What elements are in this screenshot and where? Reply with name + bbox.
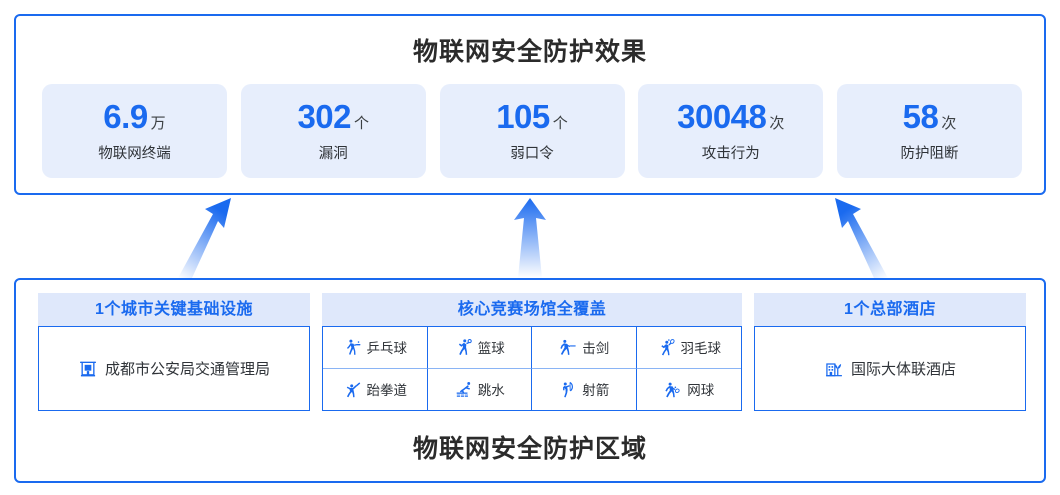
list-item-label: 成都市公安局交通管理局 (104, 361, 270, 378)
list-item-label: 国际大体联酒店 (850, 361, 956, 378)
group-city-infrastructure: 1个城市关键基础设施 (38, 293, 310, 411)
venue-cell-diving[interactable]: 跳水 (428, 368, 532, 410)
group-header: 核心竞赛场馆全覆盖 (322, 293, 742, 326)
venue-cell-archery[interactable]: 射箭 (532, 368, 637, 410)
venue-cell-fencing[interactable]: 击剑 (532, 327, 637, 369)
stat-card-weak-passwords[interactable]: 105 个 弱口令 (439, 84, 625, 178)
stat-number: 58 (902, 97, 939, 135)
stat-label: 物联网终端 (98, 145, 171, 162)
stat-label: 弱口令 (510, 145, 554, 162)
list-item[interactable]: 国际大体联酒店 (824, 358, 956, 379)
venue-cell-taekwondo[interactable]: 跆拳道 (323, 368, 428, 410)
connector-arrows (178, 198, 888, 278)
stat-value: 105 个 (496, 100, 568, 133)
venue-label: 射箭 (582, 383, 610, 399)
page-title: 物联网安全防护效果 (412, 38, 647, 66)
venue-cell-tennis[interactable]: 网球 (637, 369, 742, 411)
stat-number: 6.9 (103, 97, 148, 135)
arrow-middle (514, 198, 546, 278)
tennis-icon (663, 380, 682, 399)
archery-icon (558, 380, 577, 399)
stat-unit: 个 (552, 114, 568, 132)
fencing-icon (558, 338, 577, 357)
taekwondo-icon (343, 380, 362, 399)
stat-value: 6.9 万 (103, 100, 165, 133)
stat-number: 105 (496, 97, 550, 135)
venue-label: 羽毛球 (680, 341, 722, 357)
stat-value: 58 次 (903, 100, 957, 133)
stat-card-row: 6.9 万 物联网终端 302 个 漏洞 105 个 弱口令 (42, 84, 1022, 178)
venue-label: 跳水 (477, 383, 505, 399)
stat-value: 302 个 (297, 100, 369, 133)
group-header: 1个总部酒店 (754, 293, 1026, 326)
section-title: 物联网安全防护区域 (412, 435, 647, 463)
stat-card-vulnerabilities[interactable]: 302 个 漏洞 (240, 84, 426, 178)
stat-unit: 次 (941, 114, 957, 132)
group-headquarters-hotel: 1个总部酒店 (754, 293, 1026, 411)
stat-value: 30048 次 (677, 100, 784, 133)
stat-label: 防护阻断 (900, 145, 959, 162)
stat-number: 302 (297, 97, 352, 135)
hotel-building-icon (824, 359, 844, 379)
list-item[interactable]: 成都市公安局交通管理局 (78, 358, 270, 379)
venue-cell-badminton[interactable]: 羽毛球 (636, 327, 741, 369)
stat-unit: 次 (769, 114, 785, 132)
stat-label: 攻击行为 (701, 145, 760, 162)
protection-zone-panel: 1个城市关键基础设施 (14, 278, 1046, 483)
venue-grid: 乒乓球 篮球 (322, 326, 742, 411)
stat-card-blocked[interactable]: 58 次 防护阻断 (837, 84, 1022, 178)
venue-label: 击剑 (582, 341, 610, 357)
stat-number: 30048 (677, 97, 767, 135)
stat-unit: 个 (354, 114, 370, 132)
venue-label: 篮球 (477, 341, 505, 357)
venue-label: 乒乓球 (366, 341, 408, 357)
venue-label: 跆拳道 (366, 383, 408, 399)
stat-unit: 万 (150, 114, 166, 132)
zone-group-row: 1个城市关键基础设施 (38, 293, 1026, 411)
stat-card-attacks[interactable]: 30048 次 攻击行为 (638, 84, 824, 178)
group-body: 成都市公安局交通管理局 (38, 326, 310, 411)
security-effect-panel: 物联网安全防护效果 6.9 万 物联网终端 302 个 漏洞 105 (14, 14, 1046, 195)
table-tennis-icon (343, 338, 362, 357)
badminton-icon (657, 338, 676, 357)
arrow-left (178, 198, 231, 278)
basketball-icon (454, 338, 473, 357)
stat-label: 漏洞 (318, 145, 348, 162)
group-core-venues: 核心竞赛场馆全覆盖 乒乓球 (322, 293, 742, 411)
group-header: 1个城市关键基础设施 (38, 293, 310, 326)
group-body: 国际大体联酒店 (754, 326, 1026, 411)
government-building-icon (78, 359, 98, 379)
venue-cell-table-tennis[interactable]: 乒乓球 (323, 327, 428, 369)
stat-card-iot-terminals[interactable]: 6.9 万 物联网终端 (42, 84, 227, 178)
arrow-right (835, 198, 888, 278)
venue-label: 网球 (687, 383, 715, 399)
diving-icon (454, 380, 473, 399)
venue-cell-basketball[interactable]: 篮球 (427, 327, 532, 369)
